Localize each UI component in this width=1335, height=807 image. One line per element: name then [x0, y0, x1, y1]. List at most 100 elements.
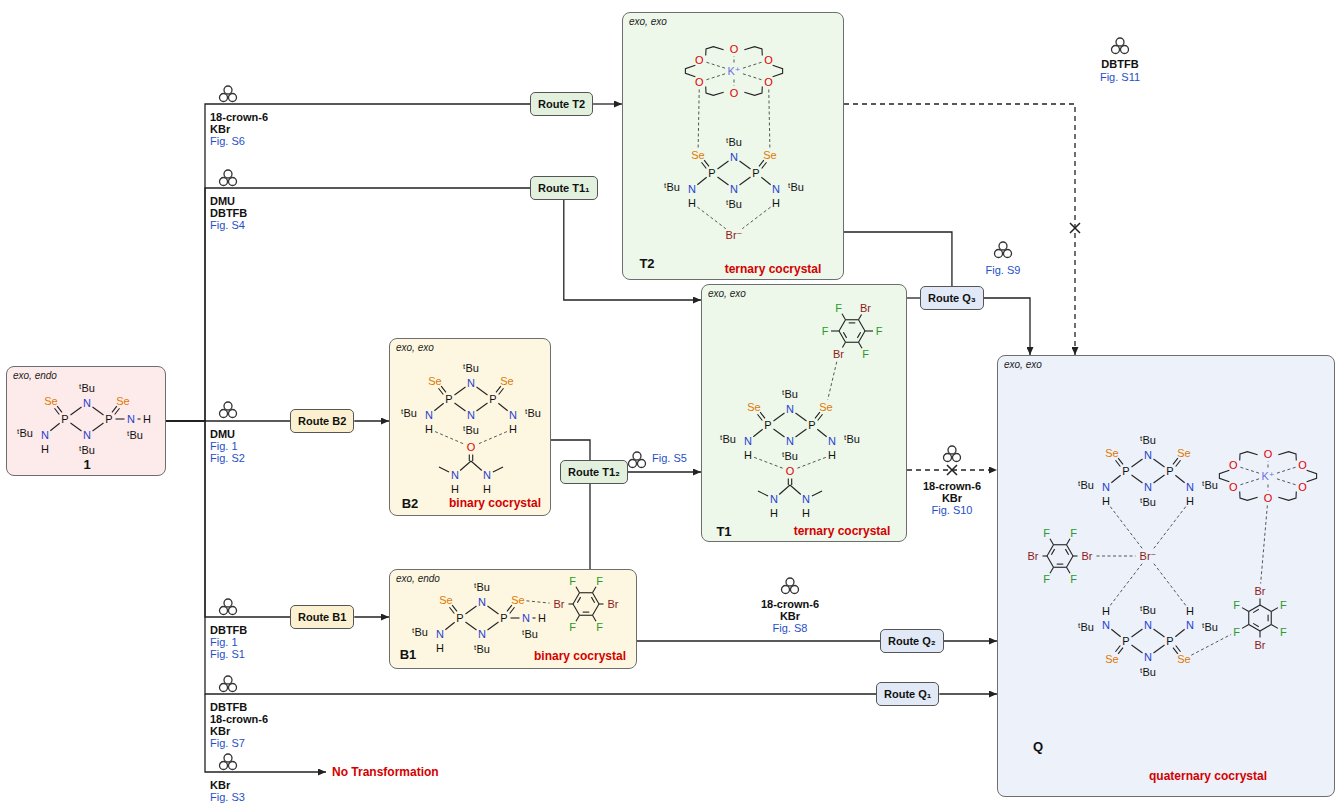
atom-label: O	[764, 77, 773, 88]
atom-label: ᵗBu	[1140, 605, 1156, 616]
route-box: Route Q₂	[880, 629, 944, 653]
bond-line	[1065, 549, 1068, 555]
cocrystal-box: exo, exoᵗBuSeNSeᵗBuPPᵗBuNNNHᵗBuHBrFFBrFF…	[997, 355, 1335, 797]
atom-label: P	[1166, 636, 1173, 647]
atom-label: N	[478, 629, 486, 640]
bond-line	[759, 160, 767, 168]
bond-line	[70, 407, 81, 415]
atom-label: Se	[819, 402, 832, 413]
bond-line	[1050, 539, 1054, 545]
atom-label: F	[596, 622, 603, 633]
route-connector	[939, 693, 997, 694]
atom-label: ᵗBu	[522, 629, 538, 640]
atom-label: ᵗBu	[1140, 435, 1156, 446]
conformation-label: exo, exo	[629, 17, 667, 27]
atom-label: N	[1144, 450, 1152, 461]
bond-line	[1131, 645, 1142, 653]
interaction-line	[706, 74, 725, 80]
atom-label: Se	[1177, 448, 1190, 459]
bond-line	[706, 47, 724, 56]
bond-line	[434, 403, 443, 410]
interaction-line	[526, 601, 549, 603]
conformation-label: exo, exo	[396, 343, 434, 353]
bond-line	[761, 177, 770, 184]
bond-line	[569, 603, 574, 604]
bond-line	[717, 161, 728, 169]
route-box: Route Q₃	[920, 286, 984, 310]
atom-label: H	[538, 613, 546, 624]
atom-label: F	[1070, 527, 1077, 538]
interaction-line	[1110, 563, 1142, 605]
bond-line	[706, 87, 724, 96]
bond-line	[1175, 629, 1184, 636]
bond-line	[846, 342, 859, 343]
compound-number: T1	[716, 525, 731, 538]
bond-line	[465, 606, 476, 614]
anion-label: Br⁻	[726, 230, 743, 241]
bond-line	[1271, 608, 1278, 612]
atom-label: ᵗBu	[79, 383, 95, 394]
atom-label: O	[1264, 449, 1273, 460]
reagent-label: DBTFB	[210, 207, 247, 219]
cocrystal-box: exo, exoOOOOOOK⁺ᵗBuSeNSeᵗBuPPᵗBuNNNHᵗBuH…	[622, 12, 844, 280]
bond-line	[1131, 475, 1142, 483]
interaction-line	[1261, 505, 1268, 583]
interaction-line	[706, 62, 725, 68]
atom-label: N	[451, 470, 459, 481]
atom-label: ᵗBu	[474, 644, 490, 655]
atom-label: Br	[554, 599, 565, 610]
atom-label: Br	[1255, 586, 1266, 597]
atom-label: K⁺	[727, 66, 740, 77]
atom-label: ᵗBu	[1078, 622, 1094, 633]
atom-label: O	[730, 88, 739, 99]
atom-label: ᵗBu	[463, 425, 479, 436]
bond-line	[744, 47, 762, 56]
atom-label: P	[489, 394, 496, 405]
bond-line	[511, 617, 520, 618]
bond-line	[1057, 564, 1064, 565]
atom-label: P	[764, 420, 771, 431]
atom-label: ᵗBu	[782, 389, 798, 400]
bond-line	[70, 423, 81, 431]
atom-label: ᵗBu	[79, 445, 95, 456]
grinding-icon	[220, 754, 237, 770]
bond-line	[1249, 605, 1260, 612]
atom-label: F	[569, 622, 576, 633]
bond-line	[846, 319, 859, 320]
bond-line	[795, 429, 806, 437]
atom-label: ᵗBu	[474, 582, 490, 593]
bond-line	[831, 330, 839, 331]
no-transformation-line	[205, 694, 326, 772]
bond-line	[1067, 567, 1071, 573]
grinding-icon	[782, 578, 799, 594]
interaction-line	[828, 362, 837, 400]
reagent-label: 18-crown-6	[210, 713, 268, 725]
interaction-line	[1110, 507, 1142, 549]
reagent-label: 18-crown-6	[923, 480, 981, 492]
atom-label: K⁺	[1261, 471, 1274, 482]
atom-label: ᵗBu	[1078, 480, 1094, 491]
figure-reference: Fig. S1	[210, 648, 245, 660]
bond-line	[1268, 615, 1269, 622]
compound-box: exo, endoᵗBuSeNSeᵗBuPPᵗBuNNNHᵗBuH1	[6, 366, 166, 476]
interaction-line	[1191, 634, 1231, 655]
atom-label: H	[772, 198, 780, 209]
route-box: Route B2	[290, 409, 354, 433]
figure-reference: Fig. S11	[1100, 71, 1140, 83]
grinding-icon	[1112, 38, 1129, 54]
reagent-label: DMU	[210, 195, 235, 207]
atom-label: Se	[747, 402, 760, 413]
atom-label: F	[1233, 599, 1240, 610]
atom-label: ᵗBu	[782, 451, 798, 462]
conformation-label: exo, exo	[708, 289, 746, 299]
bond-line	[593, 604, 600, 615]
bond-line	[583, 612, 590, 613]
atom-label: P	[1122, 466, 1129, 477]
route-connector	[593, 103, 622, 104]
cocrystal-box: exo, endoᵗBuSeNSeᵗBuPPᵗBuNNNHᵗBuHBrFFBrF…	[389, 569, 637, 669]
grinding-icon	[220, 170, 237, 186]
bond-line	[1067, 545, 1074, 556]
bond-line	[1153, 645, 1164, 653]
bond-line	[1260, 625, 1271, 632]
bond-line	[54, 406, 62, 414]
